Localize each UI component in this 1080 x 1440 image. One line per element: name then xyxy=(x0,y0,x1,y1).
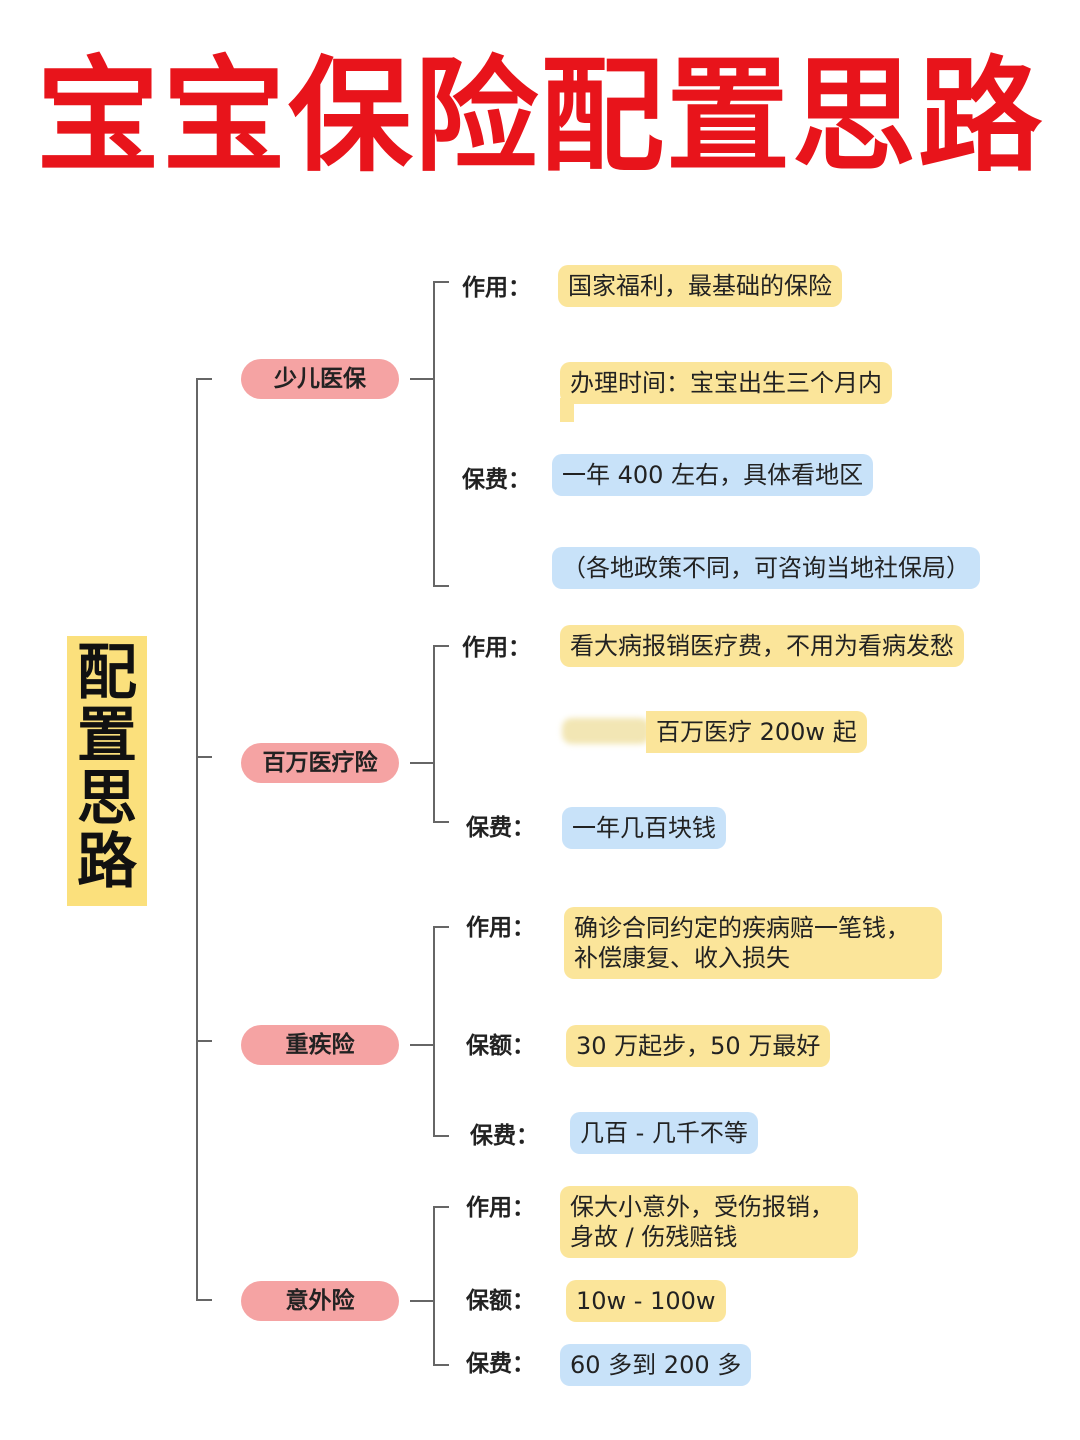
cat1-item1-value: 国家福利，最基础的保险 xyxy=(558,265,842,307)
cat4-item2-label: 保额： xyxy=(466,1288,535,1314)
cat3-item2-label: 保额： xyxy=(466,1033,535,1059)
cat1-item2-value: 办理时间：宝宝出生三个月内 xyxy=(560,362,892,404)
cat2-item2-value: 百万医疗 200w 起 xyxy=(646,711,867,753)
root-connector xyxy=(147,756,197,758)
category-child-medical: 少儿医保 xyxy=(241,359,399,399)
cat2-bracket xyxy=(433,645,435,823)
cat1-item3-value: 一年 400 左右，具体看地区 xyxy=(552,454,874,496)
root-node: 配置思路 xyxy=(67,636,147,906)
category-critical-illness: 重疾险 xyxy=(241,1025,399,1065)
cat4-item2-value: 10w - 100w xyxy=(566,1280,726,1322)
cat3-item3-label: 保费： xyxy=(470,1123,539,1149)
cat4-connector xyxy=(410,1300,434,1302)
cat3-bracket-top xyxy=(433,926,449,928)
cat1-bracket-top xyxy=(433,281,449,283)
cat3-bracket-bottom xyxy=(433,1135,449,1137)
trunk-bottom-tick xyxy=(196,1299,212,1301)
cat1-connector xyxy=(410,378,434,380)
page-title: 宝宝保险配置思路 xyxy=(35,45,1044,189)
cat3-item1-label: 作用： xyxy=(466,915,535,941)
trunk-top-tick xyxy=(196,378,212,380)
cat2-connector xyxy=(410,762,434,764)
cat2-item1-value: 看大病报销医疗费，不用为看病发愁 xyxy=(560,625,964,667)
cat2-bracket-top xyxy=(433,645,449,647)
cat1-item3-label: 保费： xyxy=(462,467,531,493)
cat3-connector xyxy=(410,1044,434,1046)
cat4-bracket-top xyxy=(433,1206,449,1208)
root-node-label: 配置思路 xyxy=(77,638,137,897)
main-trunk-line xyxy=(196,378,198,1300)
cat4-item1-value: 保大小意外，受伤报销，身故 / 伤残赔钱 xyxy=(560,1186,858,1258)
cat2-item3-label: 保费： xyxy=(466,815,535,841)
cat4-item1-label: 作用： xyxy=(466,1195,535,1221)
category-million-medical: 百万医疗险 xyxy=(241,743,399,783)
trunk-tick-3 xyxy=(196,1040,212,1042)
cat1-marker xyxy=(560,398,574,422)
cat4-bracket-bottom xyxy=(433,1364,449,1366)
cat2-item3-value: 一年几百块钱 xyxy=(562,807,726,849)
cat1-bracket xyxy=(433,281,435,587)
cat3-item3-value: 几百 - 几千不等 xyxy=(570,1112,758,1154)
cat2-bracket-bottom xyxy=(433,821,449,823)
trunk-tick-2 xyxy=(196,756,212,758)
cat3-item2-value: 30 万起步，50 万最好 xyxy=(566,1025,831,1067)
category-accident: 意外险 xyxy=(241,1281,399,1321)
cat2-blurred-text xyxy=(562,718,650,744)
cat4-bracket xyxy=(433,1206,435,1366)
cat1-bracket-bottom xyxy=(433,585,449,587)
cat4-item3-value: 60 多到 200 多 xyxy=(560,1344,752,1386)
cat4-item3-label: 保费： xyxy=(466,1351,535,1377)
cat3-item1-value: 确诊合同约定的疾病赔一笔钱，补偿康复、收入损失 xyxy=(564,907,942,979)
cat1-item4-value: （各地政策不同，可咨询当地社保局） xyxy=(552,547,980,589)
cat3-bracket xyxy=(433,926,435,1137)
cat1-item1-label: 作用： xyxy=(462,275,531,301)
cat2-item1-label: 作用： xyxy=(462,635,531,661)
